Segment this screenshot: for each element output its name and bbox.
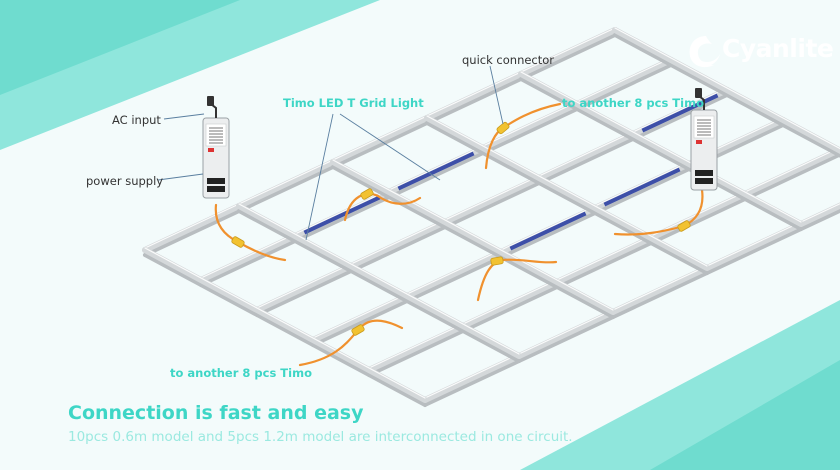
pointer-timo-led-b <box>339 113 441 181</box>
power-supply-right-led-indicator <box>696 140 702 144</box>
power-supply-right-terminal-2 <box>695 178 713 184</box>
ac-input-label: AC input <box>112 113 161 127</box>
grid-rail-col-2-highlight <box>332 159 614 311</box>
grid-rail-col-1-highlight <box>238 203 520 355</box>
quick-connector-6 <box>677 220 691 232</box>
grid-rail-col-0-side <box>143 253 427 407</box>
grid-rail-col-0-highlight <box>144 247 426 399</box>
bottom-right-teal-band-inner <box>650 360 840 470</box>
grid-rail-row-5-side <box>423 208 840 407</box>
pointer-ac-input <box>163 113 205 120</box>
quick-connector-label: quick connector <box>462 53 555 67</box>
led-bar-3 <box>509 211 587 251</box>
power-supply-right-terminal <box>695 170 713 176</box>
cables <box>214 102 704 367</box>
subline: 10pcs 0.6m model and 5pcs 1.2m model are… <box>68 429 573 445</box>
led-bar-2 <box>397 151 475 191</box>
top-left-teal-band-inner <box>0 0 240 95</box>
pointer-lines <box>157 65 504 241</box>
grid-rail-col-3-side <box>425 121 709 275</box>
grid-rail-col-1-side <box>237 209 521 363</box>
to-another-right-label: to another 8 pcs Timo <box>562 96 704 110</box>
grid-rail-row-5 <box>422 202 840 403</box>
power-supply-right <box>690 88 718 191</box>
grid-rail-row-5-highlight <box>424 203 840 399</box>
grid-rail-col-2-side <box>331 165 615 319</box>
led-bar-5 <box>641 93 719 133</box>
grid-rail-row-2-side <box>255 93 729 317</box>
grid-rail-col-4 <box>518 71 804 227</box>
grid-rail-col-5-side <box>613 33 840 158</box>
swirl-wave-icon <box>689 36 720 68</box>
to-another-left-label: to another 8 pcs Timo <box>170 366 312 380</box>
grid-rail-col-1 <box>236 203 522 359</box>
grid-rail-col-3-highlight <box>426 115 708 267</box>
t-grid-ceiling-frame <box>142 27 840 407</box>
pointer-quick-connector <box>489 65 504 125</box>
timo-led-lights <box>303 93 719 251</box>
led-bar-1 <box>303 195 381 235</box>
power-supply-left-terminal-2 <box>207 186 225 192</box>
grid-rail-col-3 <box>424 115 710 271</box>
pointer-power-supply <box>157 173 204 181</box>
cable-arc-1 <box>343 192 380 222</box>
grid-rail-row-0-side <box>143 33 617 257</box>
power-supply-left-terminal <box>207 178 225 184</box>
grid-rail-col-4-highlight <box>520 71 802 223</box>
quick-connector-5 <box>490 256 504 266</box>
headline: Connection is fast and easy <box>68 402 364 424</box>
grid-rail-row-4-side <box>367 153 840 377</box>
timo-led-label: Timo LED T Grid Light <box>283 96 424 110</box>
power-supplies <box>202 88 718 199</box>
quick-connector-2 <box>360 188 374 200</box>
power-supply-left-ac-plug <box>207 96 214 106</box>
brand-name: Cyanlite <box>722 34 834 63</box>
grid-rail-col-2 <box>330 159 616 315</box>
cyanlite-logo: Cyanlite <box>686 26 834 80</box>
grid-rail-row-1-side <box>199 63 673 287</box>
power-supply-left <box>202 96 230 199</box>
power-supply-left-ac-cable <box>210 103 217 118</box>
power-supply-right-label-panel <box>693 115 715 139</box>
grid-rail-col-5 <box>612 27 840 154</box>
pointer-timo-led-a <box>305 113 334 241</box>
quick-connector-3 <box>496 121 510 135</box>
power-supply-right-ac-plug <box>695 88 702 98</box>
grid-rail-col-4-side <box>519 77 803 231</box>
grid-rail-row-1-highlight <box>200 57 672 279</box>
cable-link-1 <box>376 194 422 205</box>
grid-rail-row-2-highlight <box>256 87 728 309</box>
grid-rail-col-0 <box>142 247 428 403</box>
quick-connector-1 <box>231 236 245 248</box>
grid-rail-row-4-highlight <box>368 147 840 369</box>
grid-rail-col-5-highlight <box>614 27 840 150</box>
led-bar-4 <box>603 167 681 207</box>
grid-rail-row-0-highlight <box>144 27 616 249</box>
grid-rail-row-4 <box>366 147 840 373</box>
quick-connector-4 <box>351 324 365 336</box>
power-supply-left-led-indicator <box>208 148 214 152</box>
power-supply-label: power supply <box>86 174 164 188</box>
power-supply-left-label-panel <box>205 123 227 147</box>
